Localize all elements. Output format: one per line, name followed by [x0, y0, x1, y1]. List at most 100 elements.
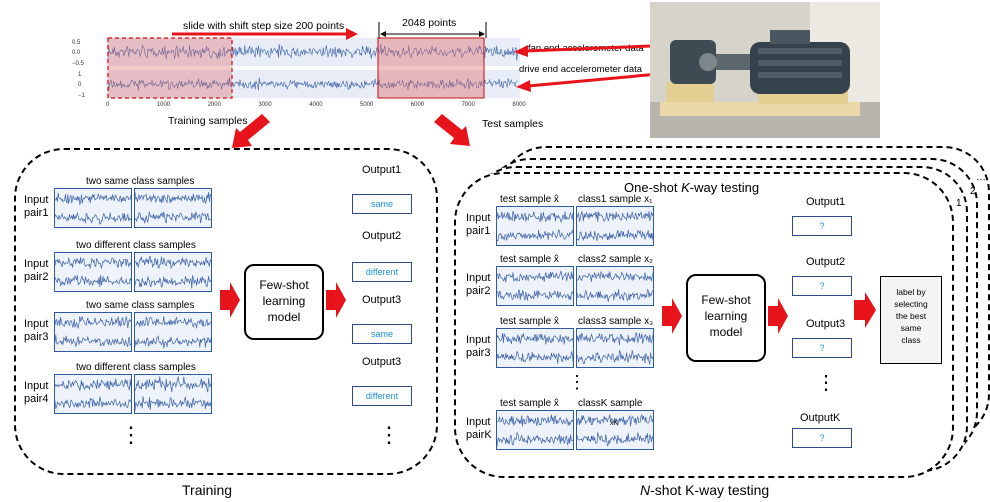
accelerometer-trace-bottom [135, 211, 211, 225]
accelerometer-trace-bottom [497, 289, 573, 301]
training-sample-a [54, 312, 132, 352]
class-sample-header: classK sample [578, 398, 643, 409]
accelerometer-trace-top [577, 270, 653, 282]
testing-output-value: ? [792, 276, 852, 296]
class-sample-header: class3 sample x₃ [578, 316, 654, 327]
y-tick-label: −1 [78, 93, 86, 99]
accelerometer-trace-bottom [55, 212, 131, 225]
x-tick-label: 7000 [462, 102, 476, 108]
accelerometer-trace-top [497, 210, 573, 223]
training-output-label: Output3 [362, 294, 402, 306]
testing-output-label: Output3 [806, 318, 846, 330]
accelerometer-trace-top [497, 414, 573, 427]
training-panel [14, 148, 438, 475]
class-sample-header: class1 sample x₁ [578, 194, 653, 205]
x-tick-label: 8000 [512, 102, 526, 108]
training-pair-header: two different class samples [76, 362, 196, 373]
y-tick-label: −0.5 [72, 61, 85, 67]
test-sample-waveform [496, 328, 574, 368]
test-sample-waveform [496, 206, 574, 246]
training-sample-b [134, 252, 212, 292]
training-pair-header: two same class samples [86, 300, 195, 311]
testing-output-label: OutputK [800, 412, 841, 424]
class-sample-header: class2 sample x₂ [578, 254, 654, 265]
test-sample-header: test sample x̂ [500, 398, 559, 409]
test-down-arrow [434, 114, 470, 146]
accelerometer-trace-bottom [135, 335, 211, 349]
testing-output-value: ? [792, 216, 852, 236]
train-window [107, 37, 233, 99]
x-tick-label: 1000 [157, 102, 171, 108]
class-sample-waveform [576, 328, 654, 368]
y-tick-label: 0.5 [72, 40, 81, 46]
accelerometer-trace-bottom [577, 349, 653, 365]
accelerometer-trace-top [55, 316, 131, 329]
test-samples-label: Test samples [482, 118, 544, 130]
testing-ellipsis-right: ⋮ [816, 372, 836, 394]
test-sample-header: test sample x̂ [500, 254, 559, 265]
accelerometer-trace-top [497, 270, 573, 283]
accelerometer-trace-top [577, 332, 653, 346]
training-down-arrow [232, 114, 270, 148]
training-sample-b [134, 312, 212, 352]
test-window [377, 37, 485, 99]
testing-output-label: Output1 [806, 196, 846, 208]
drive-end-trace [107, 77, 518, 91]
accelerometer-trace-top [135, 375, 211, 393]
training-sample-b [134, 188, 212, 228]
window-label: 2048 points [402, 17, 457, 29]
accelerometer-trace-top [55, 378, 131, 391]
test-sample-header: test sample x̂ [500, 194, 559, 205]
testing-title: One-shot K-way testing [624, 180, 760, 195]
accelerometer-trace-top [55, 257, 131, 269]
test-rig-photo [650, 2, 880, 138]
training-pair-header: two different class samples [76, 240, 196, 251]
testing-caption: N-shot K-way testing [640, 482, 770, 498]
accelerometer-trace-bottom [55, 334, 131, 348]
stack-number-1: 1 [956, 198, 962, 209]
fan-end-trace [107, 43, 518, 61]
training-sample-a [54, 188, 132, 228]
accelerometer-trace-bottom [577, 431, 653, 447]
accelerometer-trace-bottom [135, 275, 211, 289]
accelerometer-trace-bottom [497, 228, 573, 242]
accelerometer-trace-top [497, 332, 573, 345]
training-ellipsis-left: ⋮ [120, 422, 142, 447]
training-sample-b [134, 374, 212, 414]
test-sample-header: test sample x̂ [500, 316, 559, 327]
class-sample-waveform [576, 410, 654, 450]
x-tick-label: 4000 [309, 102, 323, 108]
training-sample-a [54, 374, 132, 414]
y-tick-label: 0 [78, 82, 82, 88]
class-sample-waveform [576, 206, 654, 246]
testing-model-box: Few-shot learning model [686, 274, 766, 362]
y-tick-label: 0.0 [72, 50, 81, 56]
testing-output-value: ? [792, 338, 852, 358]
training-output-value: different [352, 262, 412, 282]
training-caption: Training [182, 482, 233, 498]
training-output-value: same [352, 324, 412, 344]
result-box: label by selecting the best same class [880, 276, 942, 364]
test-sample-waveform [496, 266, 574, 306]
accelerometer-trace-bottom [135, 396, 211, 411]
training-output-label: Output2 [362, 230, 402, 242]
accelerometer-trace-bottom [55, 274, 131, 287]
stack-number-2: 2 [970, 186, 976, 197]
accelerometer-trace-top [135, 316, 211, 329]
x-tick-label: 5000 [360, 102, 374, 108]
accelerometer-trace-bottom [577, 229, 653, 242]
class-sample-waveform [576, 266, 654, 306]
training-output-value: same [352, 194, 412, 214]
accelerometer-trace-top [577, 413, 653, 427]
y-tick-label: 1 [78, 72, 82, 78]
training-output-label: Output3 [362, 356, 402, 368]
